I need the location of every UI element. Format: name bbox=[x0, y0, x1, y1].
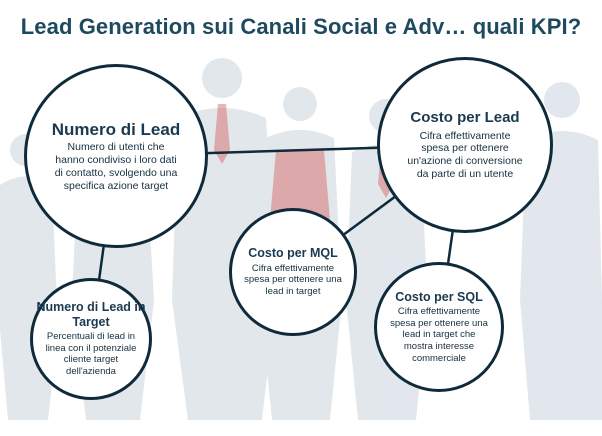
kpi-description: Cifra effettivamente spesa per ottenere … bbox=[244, 262, 342, 297]
kpi-node-costo-per-lead: Costo per Lead Cifra effettivamente spes… bbox=[377, 57, 553, 233]
person-silhouette-head bbox=[283, 87, 317, 121]
kpi-description: Cifra effettivamente spesa per ottenere … bbox=[407, 129, 523, 180]
kpi-heading: Numero di Lead bbox=[51, 119, 181, 139]
kpi-heading: Numero di Lead in Target bbox=[36, 300, 146, 329]
kpi-node-costo-per-sql: Costo per SQL Cifra effettivamente spesa… bbox=[374, 262, 504, 392]
kpi-node-numero-di-lead-in-target: Numero di Lead in Target Percentuali di … bbox=[30, 278, 152, 400]
kpi-node-costo-per-mql: Costo per MQL Cifra effettivamente spesa… bbox=[229, 208, 357, 336]
kpi-description: Cifra effettivamente spesa per ottenere … bbox=[390, 306, 488, 364]
person-silhouette-head bbox=[544, 82, 580, 118]
kpi-node-numero-di-lead: Numero di Lead Numero di utenti che hann… bbox=[24, 64, 208, 248]
tie-silhouette bbox=[214, 104, 230, 164]
kpi-description: Percentuali di lead in linea con il pote… bbox=[45, 331, 137, 377]
person-silhouette-body bbox=[520, 131, 602, 420]
dress-silhouette bbox=[270, 150, 330, 220]
person-silhouette-head bbox=[202, 58, 242, 98]
kpi-description: Numero di utenti che hanno condiviso i l… bbox=[54, 141, 178, 192]
kpi-heading: Costo per Lead bbox=[410, 109, 520, 127]
page-title: Lead Generation sui Canali Social e Adv…… bbox=[20, 14, 582, 39]
kpi-heading: Costo per SQL bbox=[395, 289, 483, 304]
kpi-heading: Costo per MQL bbox=[248, 246, 338, 261]
